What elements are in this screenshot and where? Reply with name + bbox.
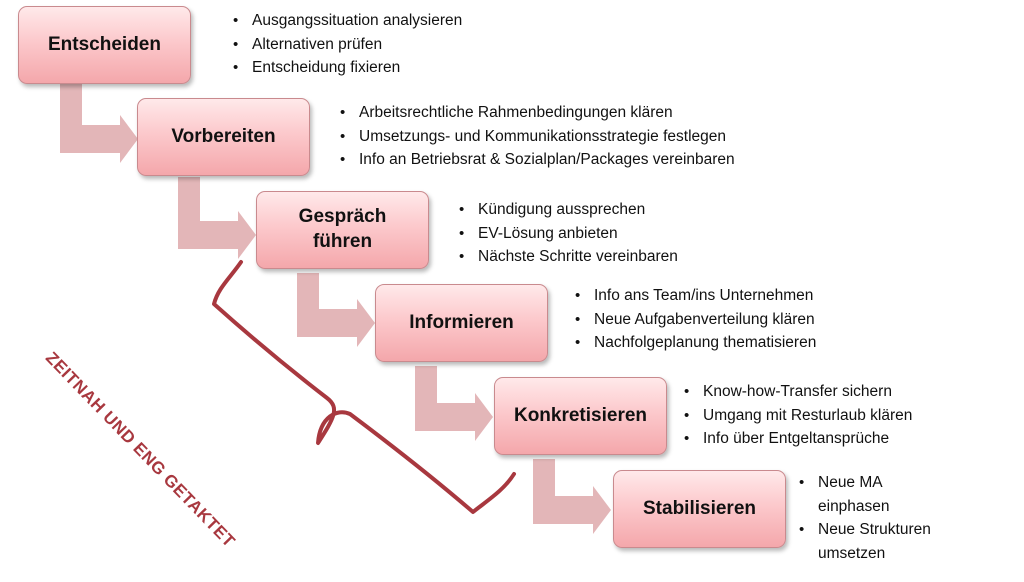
list-item: Neue MA einphasen xyxy=(796,471,948,518)
list-item: Neue Aufgabenverteilung klären xyxy=(572,308,816,332)
step-label: Stabilisieren xyxy=(643,497,756,519)
list-item: EV-Lösung anbieten xyxy=(456,222,678,246)
step-label: Vorbereiten xyxy=(171,125,276,147)
list-item: Entscheidung fixieren xyxy=(230,56,462,80)
list-item: Info ans Team/ins Unternehmen xyxy=(572,284,816,308)
list-item: Alternativen prüfen xyxy=(230,33,462,57)
step-bullets-konkretisieren: Know-how-Transfer sichern Umgang mit Res… xyxy=(681,380,912,451)
step-bullets-stabilisieren: Neue MA einphasen Neue Strukturen umsetz… xyxy=(796,471,948,565)
timing-bracket xyxy=(212,260,516,514)
list-item: Umsetzungs- und Kommunikationsstrategie … xyxy=(337,125,735,149)
list-item: Umgang mit Resturlaub klären xyxy=(681,404,912,428)
step-bullets-gespraech-fuehren: Kündigung aussprechen EV-Lösung anbieten… xyxy=(456,198,678,269)
connector-arrow-5 xyxy=(533,459,611,534)
list-item: Arbeitsrechtliche Rahmenbedingungen klär… xyxy=(337,101,735,125)
connector-arrow-2 xyxy=(178,177,256,259)
list-item: Neue Strukturen umsetzen xyxy=(796,518,948,565)
step-bullets-vorbereiten: Arbeitsrechtliche Rahmenbedingungen klär… xyxy=(337,101,735,172)
list-item: Know-how-Transfer sichern xyxy=(681,380,912,404)
step-bullets-informieren: Info ans Team/ins Unternehmen Neue Aufga… xyxy=(572,284,816,355)
step-label: Gespräch führen xyxy=(298,206,387,252)
step-box-konkretisieren: Konkretisieren xyxy=(494,377,667,455)
step-box-vorbereiten: Vorbereiten xyxy=(137,98,310,176)
step-box-informieren: Informieren xyxy=(375,284,548,362)
step-box-gespraech-fuehren: Gespräch führen xyxy=(256,191,429,269)
list-item: Info an Betriebsrat & Sozialplan/Package… xyxy=(337,148,735,172)
list-item: Info über Entgeltansprüche xyxy=(681,427,912,451)
connector-arrow-4 xyxy=(415,366,493,441)
step-label: Konkretisieren xyxy=(513,404,648,426)
step-label: Informieren xyxy=(409,311,514,333)
connector-arrow-3 xyxy=(297,273,375,347)
step-label: Entscheiden xyxy=(48,33,161,55)
list-item: Nachfolgeplanung thematisieren xyxy=(572,331,816,355)
connector-arrow-1 xyxy=(60,84,138,163)
step-box-entscheiden: Entscheiden xyxy=(18,6,191,84)
list-item: Ausgangssituation analysieren xyxy=(230,9,462,33)
list-item: Kündigung aussprechen xyxy=(456,198,678,222)
list-item: Nächste Schritte vereinbaren xyxy=(456,245,678,269)
step-box-stabilisieren: Stabilisieren xyxy=(613,470,786,548)
step-bullets-entscheiden: Ausgangssituation analysieren Alternativ… xyxy=(230,9,462,80)
